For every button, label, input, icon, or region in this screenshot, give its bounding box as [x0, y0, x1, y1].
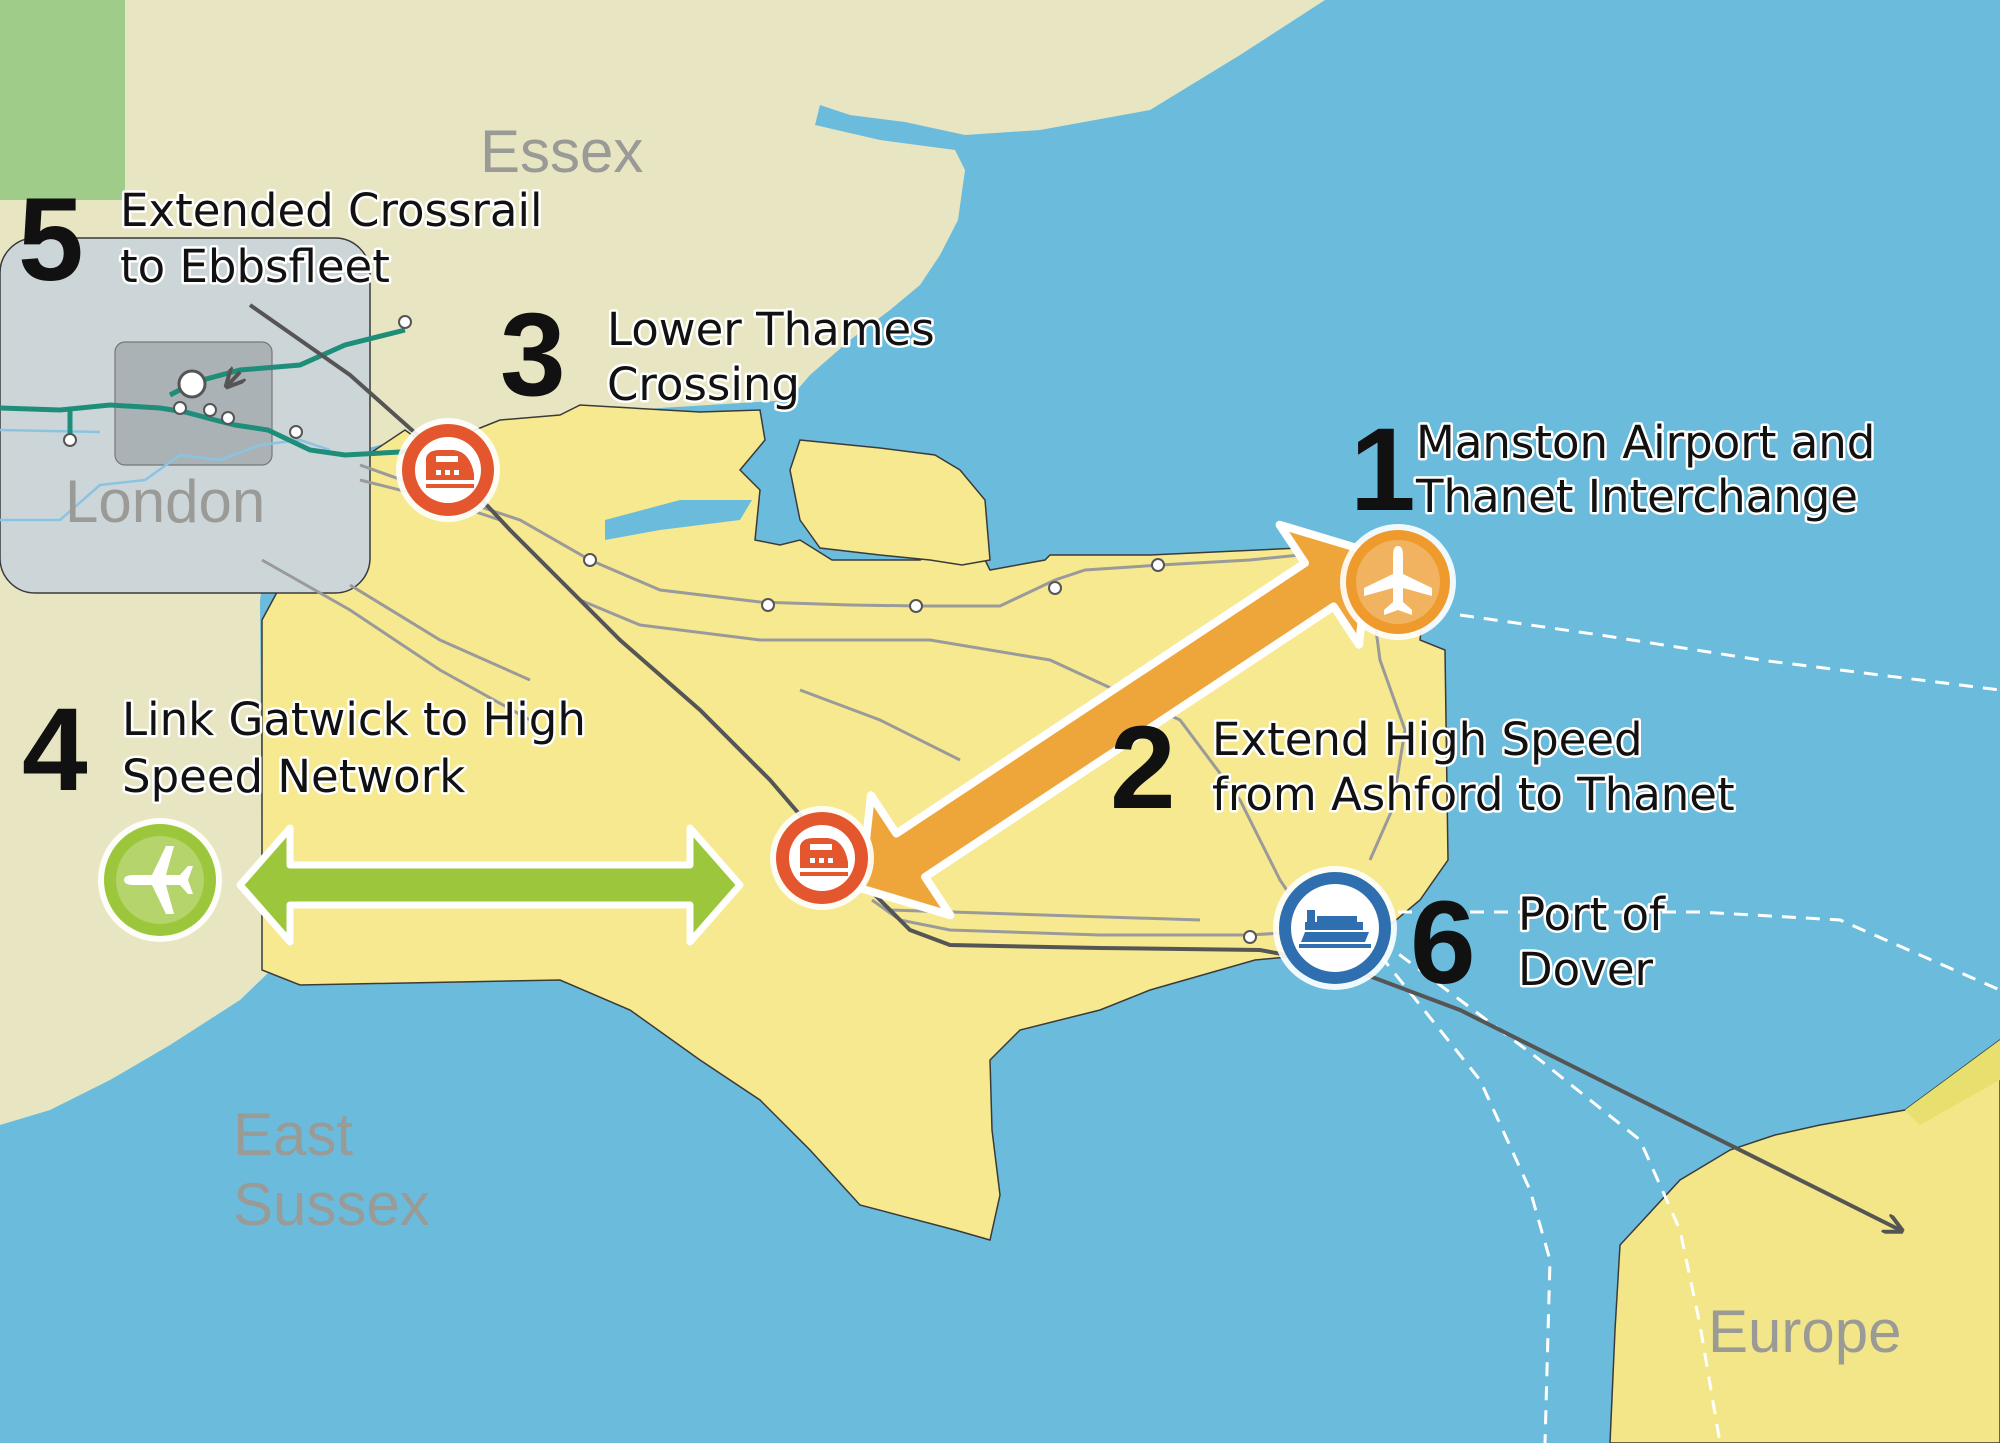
east-sussex-label-line1: East [233, 1101, 353, 1168]
scheme-6-number: 6 [1410, 877, 1476, 1009]
high-speed-line [248, 303, 1900, 1230]
scheme-3-number: 3 [500, 289, 566, 421]
scheme-6-label: 6 Port of Dover [1410, 877, 1669, 1009]
scheme-3-line2: Crossing [607, 358, 800, 411]
gatwick-airport-badge [98, 818, 222, 942]
scheme-1-number: 1 [1350, 404, 1416, 536]
scheme-4-arrow [236, 824, 744, 946]
dover-port-badge [1273, 866, 1397, 990]
scheme-5-number: 5 [18, 174, 84, 306]
scheme-6-line1: Port of [1518, 888, 1666, 941]
stations [63, 315, 1257, 944]
scheme-2-label: 2 Extend High Speed from Ashford to Than… [1110, 702, 1737, 834]
medway-creek [605, 500, 752, 540]
ship-icon [1299, 910, 1371, 948]
central-london-box [114, 341, 273, 466]
crossrail-arrow [228, 372, 240, 385]
green-strip [0, 0, 125, 200]
scheme-4-label: 4 Link Gatwick to High Speed Network [22, 684, 588, 816]
manston-airport-badge [1340, 524, 1456, 640]
europe-label: Europe [1708, 1298, 1901, 1365]
scheme-5-line1: Extended Crossrail [120, 184, 542, 237]
scheme-5-label: 5 Extended Crossrail to Ebbsfleet [18, 174, 545, 306]
scheme-3-line1: Lower Thames [607, 303, 935, 356]
scheme-2-number: 2 [1110, 702, 1176, 834]
shipping-lanes [1350, 613, 2000, 1443]
scheme-5-line2: to Ebbsfleet [120, 240, 390, 293]
essex-label: Essex [480, 118, 643, 185]
europe-coast-shade [1905, 1040, 2000, 1125]
scheme-2-line1: Extend High Speed [1212, 713, 1643, 766]
scheme-6-line2: Dover [1518, 943, 1653, 996]
train-badge-ashford [770, 806, 874, 910]
train-icon [426, 450, 474, 488]
scheme-1-line1: Manston Airport and [1416, 416, 1875, 469]
airplane-icon [1364, 546, 1432, 615]
airplane-icon [124, 846, 193, 914]
scheme-4-line2: Speed Network [122, 750, 465, 803]
scheme-2-line2: from Ashford to Thanet [1212, 768, 1735, 821]
europe-land [1609, 1039, 2000, 1443]
train-badge-ebbsfleet [396, 418, 500, 522]
london-label: London [65, 468, 265, 535]
isle-of-sheppey [789, 439, 991, 566]
scheme-3-label: 3 Lower Thames Crossing [500, 289, 937, 421]
london-river-lines [0, 428, 331, 522]
east-sussex-label-line2: Sussex [233, 1171, 430, 1238]
train-icon [800, 838, 848, 876]
scheme-1-line2: Thanet Interchange [1415, 470, 1858, 523]
scheme-4-line1: Link Gatwick to High [122, 693, 586, 746]
scheme-1-label: 1 Manston Airport and Thanet Interchange [1350, 404, 1878, 536]
scheme-4-number: 4 [22, 684, 88, 816]
